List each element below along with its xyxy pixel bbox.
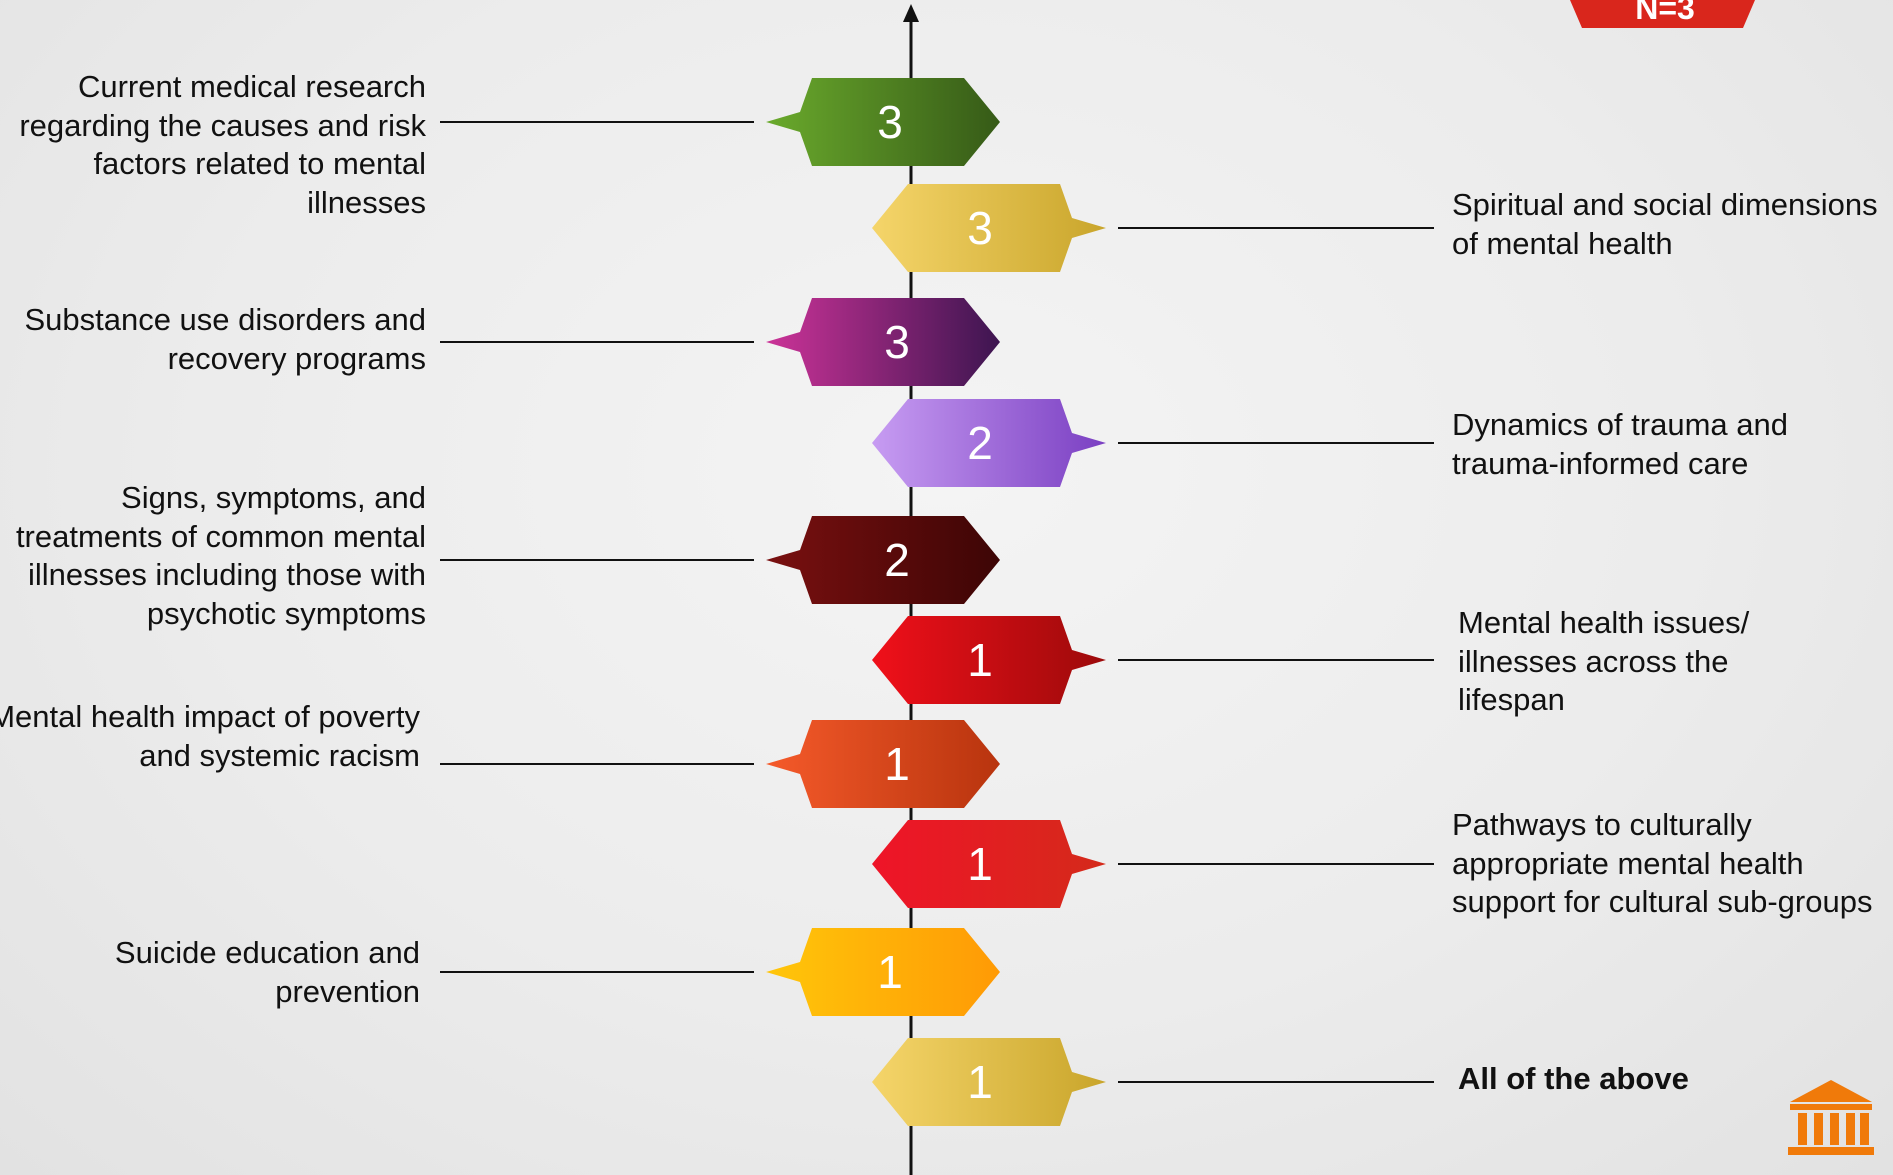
value-marker-number: 1 (884, 738, 910, 790)
value-marker-number: 1 (967, 634, 993, 686)
topic-label: Substance use disorders and recovery pro… (24, 302, 426, 376)
topic-label: Pathways to culturally appropriate menta… (1452, 807, 1873, 919)
topic-label: All of the above (1458, 1061, 1689, 1096)
topic-label: Mental health impact of poverty and syst… (0, 699, 420, 773)
value-marker-number: 1 (967, 1056, 993, 1108)
sample-size-text: N=3 (1635, 0, 1695, 26)
topic-label: Dynamics of trauma and trauma-informed c… (1452, 407, 1788, 481)
sample-size-badge (1570, 0, 1755, 28)
value-marker-shape (872, 616, 1106, 704)
topic-label: Current medical research regarding the c… (19, 69, 426, 220)
axis-arrow-icon (903, 4, 919, 22)
value-marker-shape (872, 399, 1106, 487)
topic-label: Signs, symptoms, and treatments of commo… (15, 480, 426, 631)
value-marker-shape (766, 516, 1000, 604)
value-marker-number: 3 (877, 96, 903, 148)
diagram-items: 3 3 3 2 2 1 1 1 1 1 (440, 78, 1434, 1126)
value-marker-number: 1 (967, 838, 993, 890)
value-marker-number: 3 (967, 202, 993, 254)
value-marker-number: 3 (884, 316, 910, 368)
topic-label: Suicide education and prevention (114, 935, 420, 1009)
bank-icon (1788, 1080, 1874, 1155)
topic-label: Mental health issues/ illnesses across t… (1458, 605, 1750, 717)
value-marker-shape (766, 720, 1000, 808)
topic-label: Spiritual and social dimensions of menta… (1452, 187, 1878, 261)
value-marker-shape (872, 820, 1106, 908)
value-marker-shape (766, 928, 1000, 1016)
value-marker-shape (872, 184, 1106, 272)
value-marker-number: 2 (884, 534, 910, 586)
value-marker-shape (766, 298, 1000, 386)
value-marker-shape (872, 1038, 1106, 1126)
value-marker-number: 2 (967, 417, 993, 469)
value-marker-number: 1 (877, 946, 903, 998)
value-marker-shape (766, 78, 1000, 166)
